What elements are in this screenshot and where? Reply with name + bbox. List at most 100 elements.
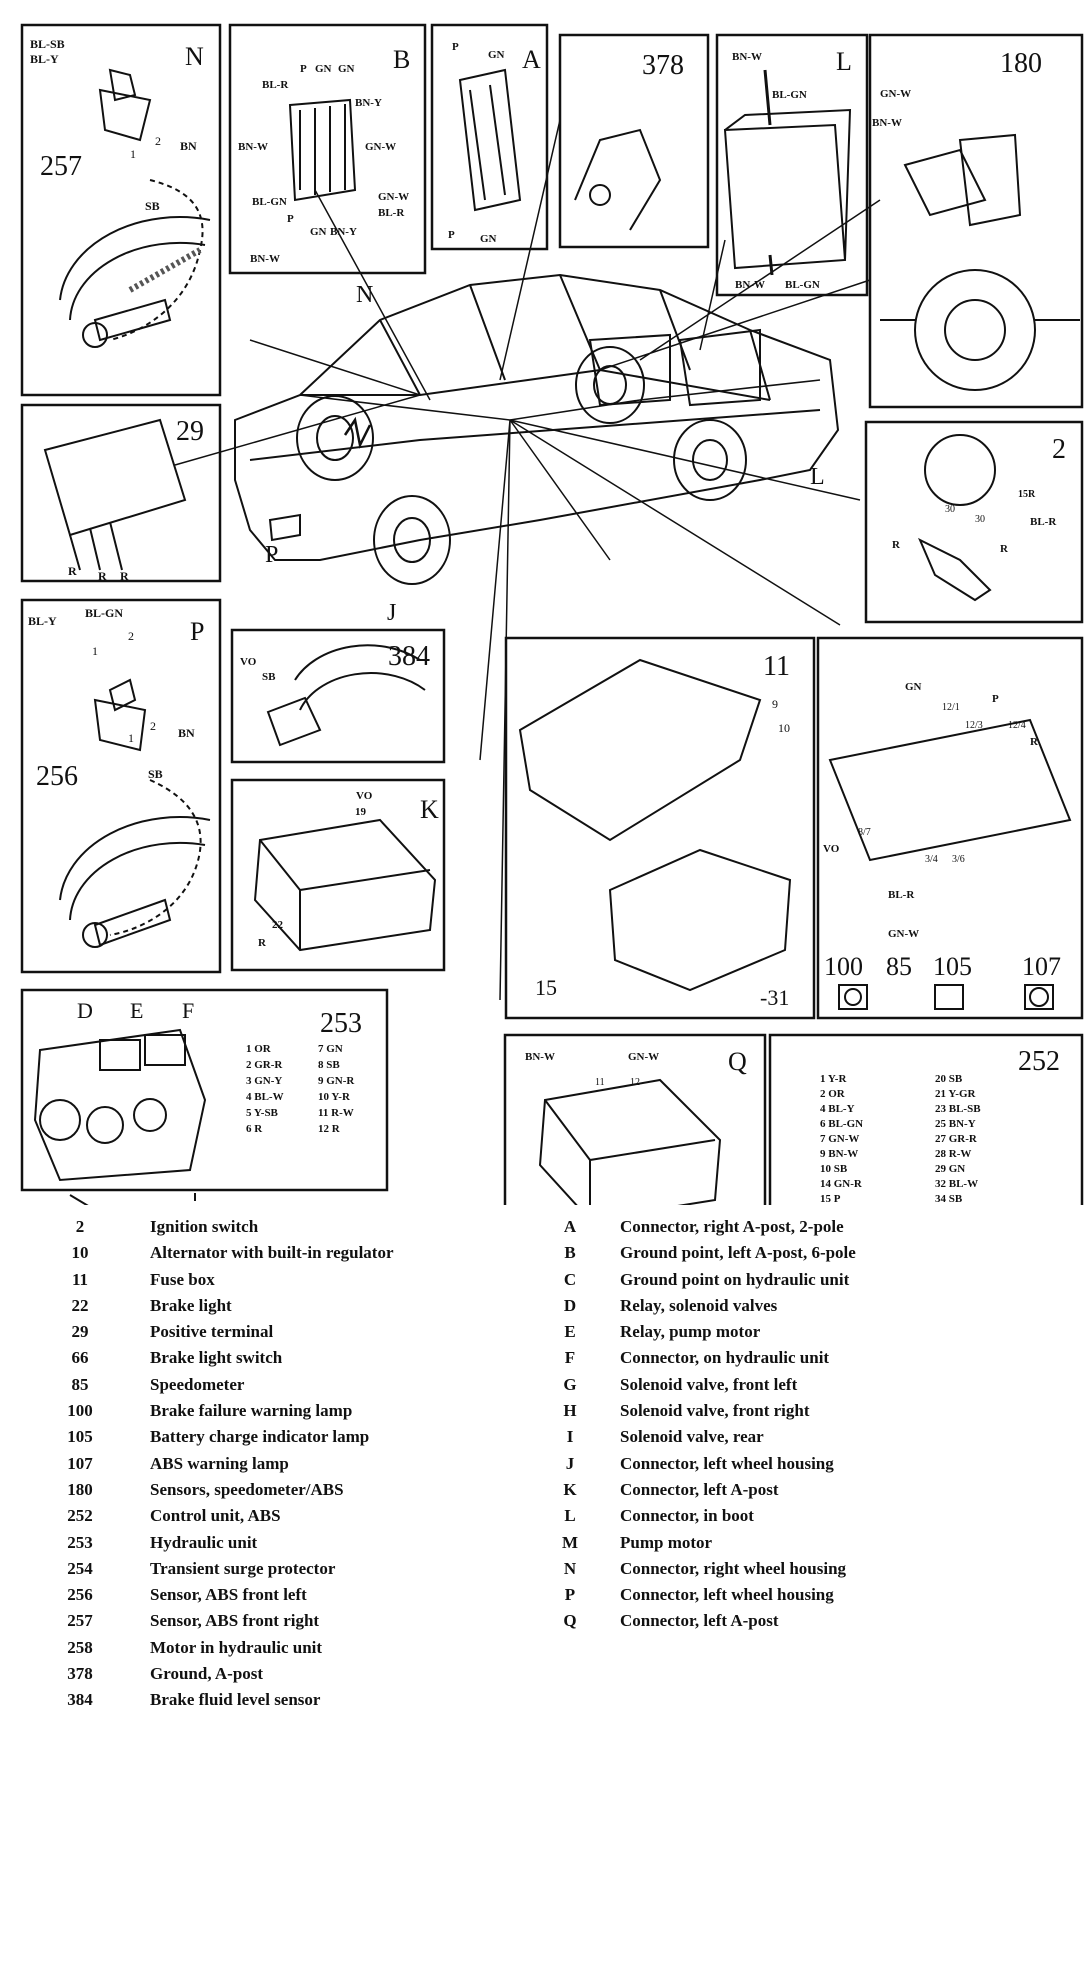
car-label-l: L (810, 464, 825, 490)
panel-p-sensor-256 (20, 598, 222, 974)
panel-gauges (816, 636, 1084, 1020)
panel-2-wire-4: R (1000, 543, 1009, 555)
legend-description: Connector, left A-post (620, 1611, 779, 1631)
legend-key: 10 (71, 1243, 89, 1263)
panel-b-letter: B (393, 45, 410, 74)
panel-11-pin-4: -31 (760, 985, 789, 1010)
gauges-wire-8: 8/7 (858, 827, 871, 838)
panel-2-wire-1: 15R (1018, 489, 1036, 500)
panel-11-num: 11 (763, 651, 790, 682)
legend-key: 22 (71, 1295, 89, 1315)
panel-p-num: 256 (36, 761, 78, 792)
legend-key: M (561, 1532, 579, 1552)
panel-n-wire-1: BL-SB (30, 37, 65, 51)
panel-a-wire-2: GN (488, 49, 505, 61)
legend-description: Relay, solenoid valves (620, 1295, 778, 1315)
panel-11-fusebox (504, 636, 816, 1020)
panel-29-num: 29 (176, 416, 204, 447)
panel-n-wire-2: BL-Y (30, 52, 59, 66)
legend-description: Positive terminal (150, 1322, 274, 1342)
legend-description: Sensors, speedometer/ABS (150, 1479, 344, 1499)
legend-description: Pump motor (620, 1532, 713, 1552)
panel-253-pin: 6 R (246, 1123, 263, 1135)
panel-29-wire-1: R (68, 564, 77, 578)
legend-key: K (563, 1479, 577, 1499)
panel-n-wire-3: BN (180, 139, 197, 153)
panel-253-pins: 1 OR2 GR-R3 GN-Y4 BL-W5 Y-SB6 R7 GN8 SB9… (246, 1043, 355, 1135)
panel-b-wire-14: BN-W (250, 253, 280, 265)
legend-description: Connector, right A-post, 2-pole (620, 1217, 844, 1236)
legend-key: 254 (67, 1558, 93, 1578)
legend-key: C (563, 1269, 577, 1289)
gauges-wire-11: GN-W (888, 928, 919, 940)
gauges-num-107: 107 (1022, 952, 1061, 981)
legend-description: Solenoid valve, front left (620, 1374, 798, 1394)
engine-bay (69, 1193, 196, 1205)
legend-key: 378 (67, 1664, 93, 1684)
panel-180-wire-1: GN-W (880, 88, 911, 100)
legend-key: 107 (67, 1453, 93, 1473)
panel-n-pin-2: 2 (155, 134, 161, 148)
legend-key: 252 (67, 1506, 93, 1526)
legend-description: Connector, on hydraulic unit (620, 1348, 830, 1368)
panel-b-wire-4: GN (338, 63, 355, 75)
legend-description: Hydraulic unit (150, 1532, 258, 1552)
legend-description: Ground, A-post (150, 1664, 264, 1684)
legend-key: P (564, 1585, 576, 1605)
legend-key: 105 (67, 1427, 93, 1447)
panel-2-num: 2 (1052, 434, 1066, 465)
gauges-wire-2: 12/1 (942, 702, 960, 713)
panel-253-pin: 7 GN (318, 1043, 343, 1055)
legend-key: G (563, 1374, 577, 1394)
panel-b-wire-12: GN-W (378, 191, 409, 203)
panel-252-pins: 1 Y-R2 OR4 BL-Y6 BL-GN7 GN-W9 BN-W10 SB1… (820, 1073, 981, 1205)
legend-key: 66 (71, 1348, 89, 1368)
panel-q-wire-4: 12 (630, 1077, 640, 1088)
car-label-j: J (387, 600, 396, 626)
panel-q-wire-2: GN-W (628, 1051, 659, 1063)
legend-description: Relay, pump motor (620, 1322, 761, 1342)
panel-l-wire-3: BN-W (735, 279, 765, 291)
panel-29-terminal (20, 403, 222, 583)
gauges-wire-4: 12/3 (965, 720, 983, 731)
panel-253-pin: 12 R (318, 1123, 341, 1135)
panel-l-letter: L (836, 47, 852, 76)
gauges-wire-9: 3/4 (925, 854, 938, 865)
panel-253-pin: 9 GN-R (318, 1075, 355, 1087)
panel-252-pin: 1 Y-R (820, 1073, 847, 1085)
panel-253-num: 253 (320, 1008, 362, 1039)
panel-180-sensors (868, 33, 1084, 409)
panel-253-pin: 5 Y-SB (246, 1107, 279, 1119)
panel-p-pin-3: 1 (128, 731, 134, 745)
abs-wiring-diagram: N L P J N 257 BL-SB BL-Y BN SB 1 2 B BL-… (20, 23, 1084, 1205)
legend-description: Ground point on hydraulic unit (620, 1269, 850, 1289)
legend-key: 257 (67, 1611, 93, 1631)
legend-row: M Pump motor (540, 1533, 1060, 1559)
panel-n-sensor-257 (20, 23, 222, 397)
panel-2-wire-5: 30 (945, 504, 955, 515)
legend-key: 11 (71, 1269, 89, 1289)
panel-252-pin: 20 SB (935, 1073, 963, 1085)
panel-253-letter-d: D (77, 998, 93, 1023)
legend-key: B (564, 1243, 576, 1263)
panel-a-letter: A (522, 45, 541, 74)
panel-384-num: 384 (388, 641, 430, 672)
panel-2-wire-3: R (892, 539, 901, 551)
panel-k-wire-4: R (258, 937, 267, 949)
panel-p-pin-1: 1 (92, 644, 98, 658)
panel-252-pin: 4 BL-Y (820, 1103, 855, 1115)
panel-b-wire-11: BN-Y (330, 226, 357, 238)
panel-q-letter: Q (728, 1047, 747, 1076)
